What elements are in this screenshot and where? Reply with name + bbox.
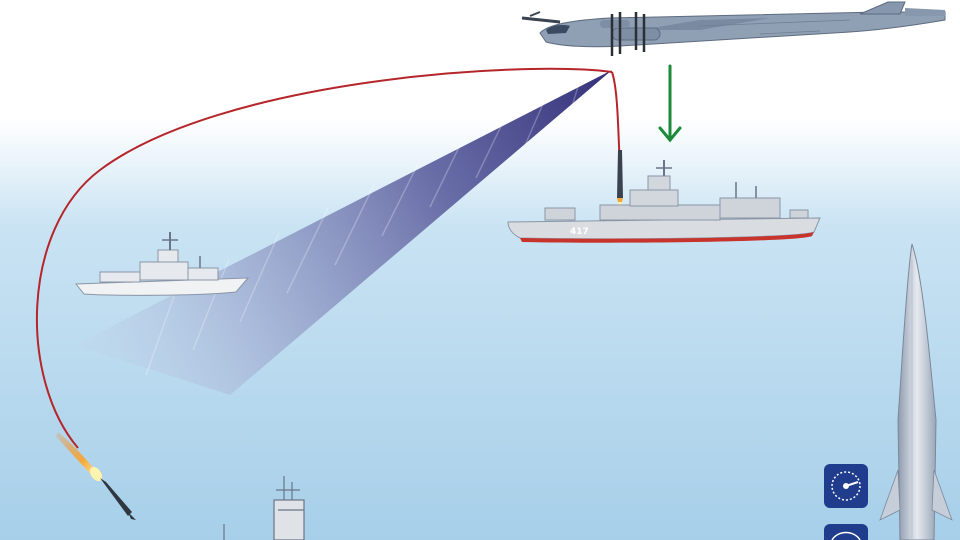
gauge-icon: [824, 464, 868, 508]
arrow-down-icon: [658, 64, 682, 143]
gauge-icon-secondary: [824, 524, 868, 540]
missile-icon: [56, 432, 136, 520]
aircraft-icon: [521, 1, 946, 56]
missile-trajectory: [35, 67, 613, 449]
sonar-beam-icon: [75, 70, 612, 395]
frigate-hull-number: 417: [570, 227, 589, 237]
destroyer-icon: [74, 232, 250, 296]
frigate-icon: 417: [507, 160, 821, 243]
vertical-missile-icon: [879, 243, 953, 540]
mast-icon: [223, 476, 305, 540]
